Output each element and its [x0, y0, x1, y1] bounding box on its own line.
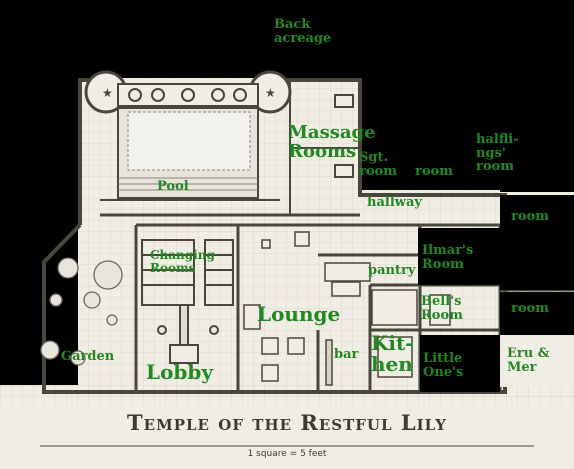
label-massage-rooms: Massage Rooms — [288, 122, 376, 162]
label-pool: Pool — [157, 179, 189, 194]
label-changing-rooms: Changing Rooms — [150, 248, 215, 275]
label-eru-mer: Eru & Mer — [507, 346, 550, 375]
label-sgt-room: Sgt. room — [359, 150, 397, 179]
label-back-acreage: Back acreage — [274, 17, 332, 46]
label-lobby: Lobby — [146, 360, 213, 384]
label-little-ones: Little One's — [423, 351, 464, 380]
label-room-2: room — [511, 209, 549, 224]
label-halflings-room: halfli- ngs' room — [476, 132, 519, 175]
label-kitchen: Kit- hen — [371, 331, 414, 376]
label-pantry: pantry — [368, 263, 416, 278]
label-garden: Garden — [61, 349, 115, 364]
label-lounge: Lounge — [257, 302, 341, 326]
map-title: Temple of the Restful Lily — [127, 410, 447, 435]
label-hallway: hallway — [367, 195, 422, 210]
lounge-furniture — [243, 231, 371, 386]
title-banner-area — [0, 395, 574, 469]
garden-shrubs — [40, 257, 123, 366]
changing-stalls — [141, 239, 234, 364]
east-room-fill — [500, 195, 574, 290]
svg-text:★: ★ — [265, 86, 276, 100]
svg-text:★: ★ — [102, 86, 113, 100]
map-scale: 1 square = 5 feet — [247, 449, 327, 459]
label-room-3: room — [511, 301, 549, 316]
massage-rooms — [289, 80, 360, 215]
label-room-1: room — [415, 164, 453, 179]
label-bar: bar — [334, 347, 359, 362]
label-ilmars-room: Ilmar's Room — [422, 243, 474, 272]
pool-area: ★ ★ — [84, 70, 360, 217]
label-bells-room: Bell's Room — [421, 294, 463, 323]
ilmars-room-fill — [418, 228, 500, 285]
